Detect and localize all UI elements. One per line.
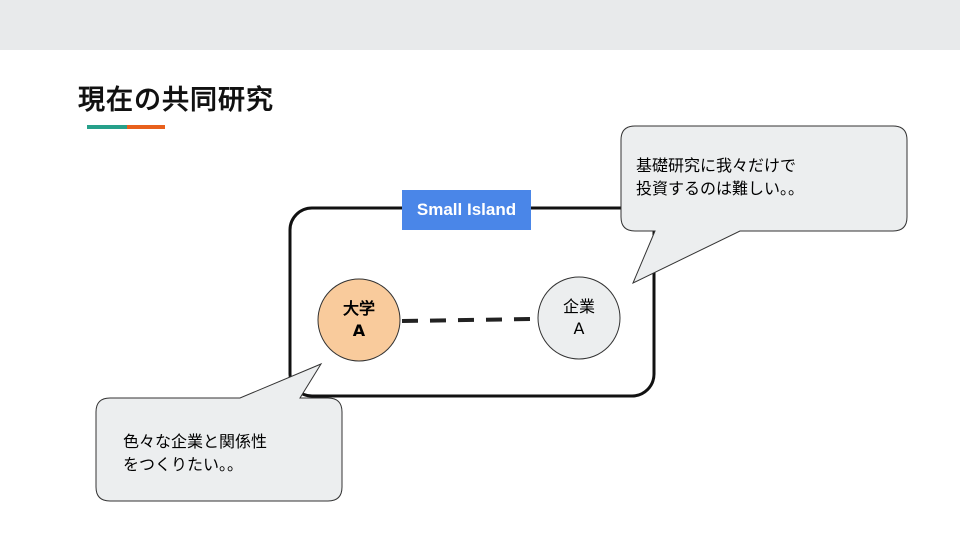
page-title: 現在の共同研究: [78, 85, 274, 116]
company-node: 企業 A: [538, 296, 620, 340]
company-name: 企業: [562, 297, 595, 316]
university-name: 大学: [342, 299, 375, 318]
university-id: A: [352, 321, 366, 340]
top-band: [0, 0, 960, 50]
company-node-shape: [537, 276, 621, 360]
callout-university-shape: [95, 362, 343, 502]
university-node: 大学 A: [318, 298, 400, 342]
title-accent-teal: [87, 125, 127, 129]
callout-university-line2: をつくりたい。。: [123, 455, 244, 474]
callout-company-text: 基礎研究に我々だけで 投資するのは難しい。。: [636, 154, 804, 200]
callout-company-line1: 基礎研究に我々だけで: [636, 156, 797, 175]
callout-company-line2: 投資するのは難しい。。: [636, 179, 805, 198]
callout-university-line1: 色々な企業と関係性: [123, 432, 268, 451]
title-accent-orange: [127, 125, 165, 129]
connection-dashed-line: [401, 317, 535, 323]
company-id: A: [573, 319, 585, 338]
callout-company-shape: [620, 125, 908, 285]
callout-university-text: 色々な企業と関係性 をつくりたい。。: [123, 430, 267, 476]
island-label: Small Island: [402, 190, 531, 230]
university-node-shape: [317, 278, 401, 362]
